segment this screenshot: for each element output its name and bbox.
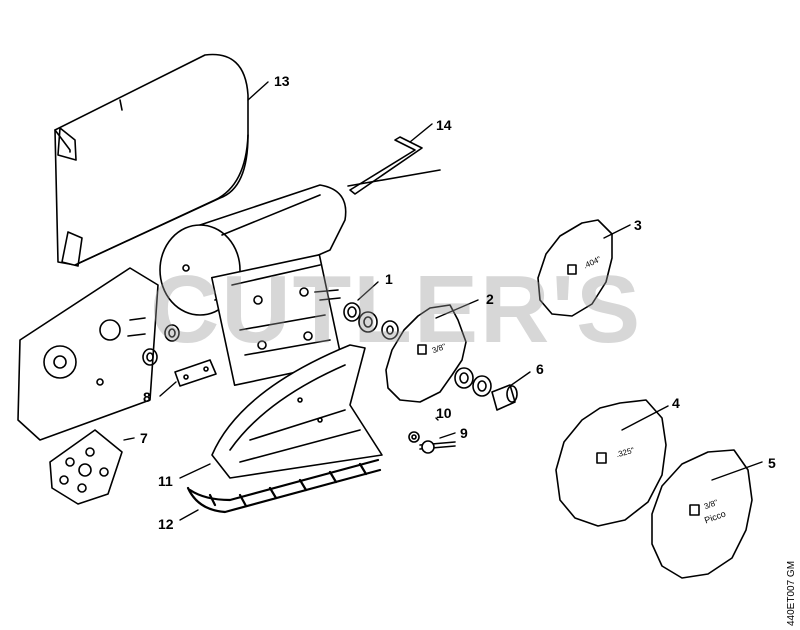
- callout-9: 9: [460, 425, 468, 441]
- callout-10: 10: [436, 405, 452, 421]
- callout-7: 7: [140, 430, 148, 446]
- motor-housing-part: [159, 184, 347, 387]
- callout-5: 5: [768, 455, 776, 471]
- guard-cover-part: [54, 53, 249, 267]
- disc-4-part: [555, 399, 667, 527]
- callout-2: 2: [486, 291, 494, 307]
- guide-bar-part: [211, 344, 383, 479]
- callout-4: 4: [672, 395, 680, 411]
- disc-5-part: [651, 449, 753, 579]
- watermark-text: CUTLER'S: [150, 256, 643, 363]
- callout-11: 11: [158, 473, 173, 489]
- side-plate-part: [17, 267, 159, 441]
- drawing-code: 440ET007 GM: [786, 560, 797, 626]
- callout-6: 6: [536, 361, 544, 377]
- callout-3: 3: [634, 217, 642, 233]
- callout-13: 13: [274, 73, 290, 89]
- callout-12: 12: [158, 516, 174, 532]
- callout-14: 14: [436, 117, 452, 133]
- callout-8: 8: [143, 389, 151, 405]
- disc-2-part: [385, 304, 467, 403]
- sprocket-part: [49, 429, 123, 505]
- hardware-parts: [142, 302, 518, 454]
- chain-part: [186, 458, 382, 514]
- leader-lines: [123, 81, 763, 521]
- rod-part: [347, 136, 441, 195]
- callout-1: 1: [385, 271, 393, 287]
